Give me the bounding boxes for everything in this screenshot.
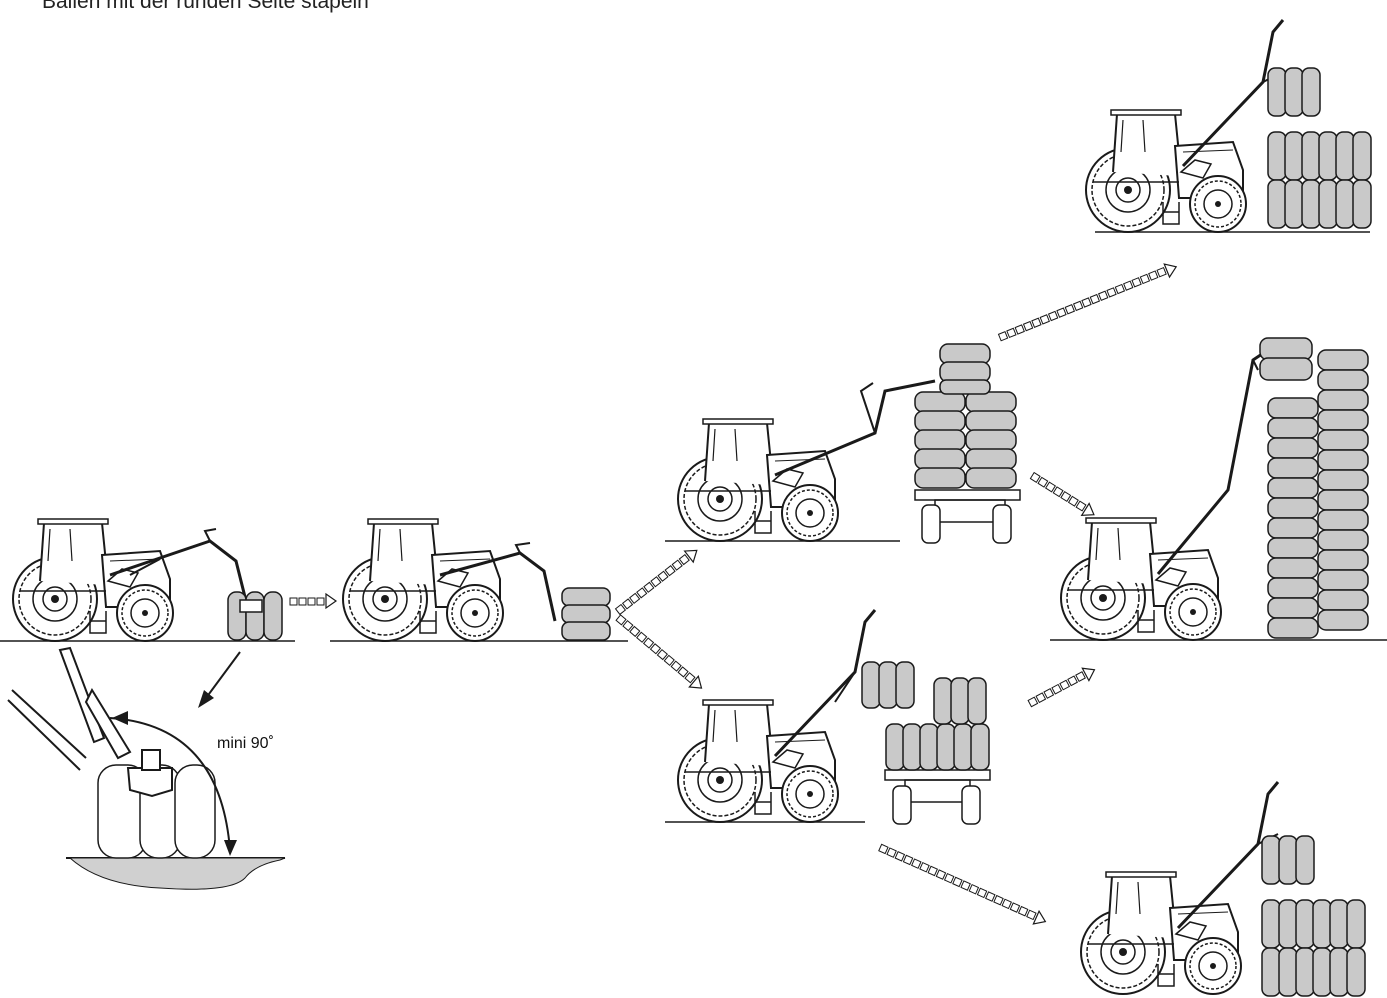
stage-3b-tractor: [678, 610, 875, 822]
arrow-to-detail: [198, 652, 240, 708]
stage-1-bales: [228, 592, 282, 640]
arrow-1-to-2: [290, 594, 336, 608]
stage-3a-bales: [915, 344, 1016, 488]
stage-4-bottom-tractor: [1081, 782, 1278, 994]
stage-2-tractor: [343, 519, 555, 641]
stage-1-tractor: [13, 519, 246, 641]
arrow-2-to-3a: [614, 545, 701, 618]
stage-3b-bales: [862, 662, 989, 770]
arrow-3a-to-4top: [997, 260, 1178, 344]
stage-4-top-bales: [1268, 68, 1371, 228]
stage-4-mid-tractor: [1061, 350, 1268, 640]
stage-4-top-tractor: [1086, 20, 1283, 232]
stage-3a-tractor: [678, 381, 935, 541]
arrow-3b-to-4mid: [1027, 664, 1098, 711]
arrow-2-to-3b: [614, 613, 706, 694]
detail-clamp-rotation: [8, 648, 285, 889]
stage-4-bottom-bales: [1262, 836, 1365, 996]
stage-3a-trailer: [915, 490, 1020, 543]
stage-3b-trailer: [885, 770, 990, 824]
arrow-3b-to-4bottom: [877, 842, 1048, 928]
arrow-3a-to-4mid: [1028, 470, 1097, 521]
stage-2-bales: [562, 588, 610, 640]
stage-4-mid-bales: [1260, 338, 1368, 638]
